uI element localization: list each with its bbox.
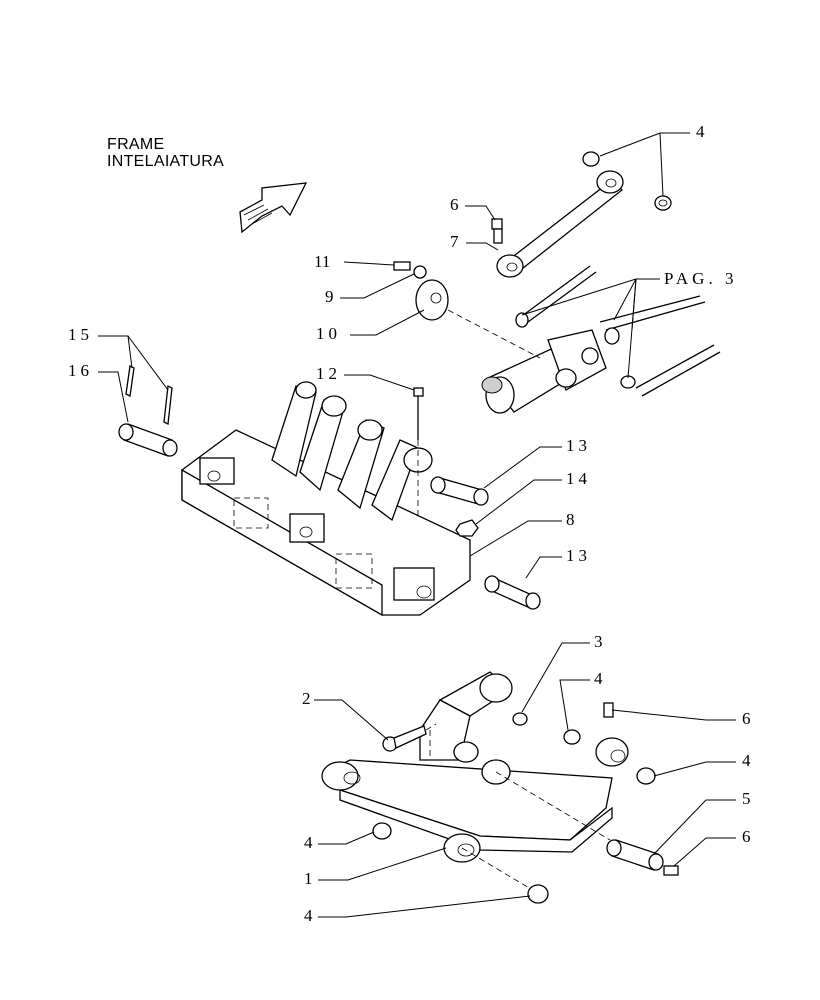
bushing-lower-c <box>372 822 392 840</box>
lower-bracket-assembly <box>321 671 629 893</box>
bolt-12 <box>413 387 424 397</box>
bushing-top-left <box>582 151 600 167</box>
callout-5: 5 <box>742 789 755 808</box>
callout-13-lower: 13 <box>566 546 591 565</box>
hydraulic-cylinder-assembly <box>447 265 721 414</box>
callout-4-top: 4 <box>696 122 709 141</box>
grease-fitting-lower-a <box>603 702 614 718</box>
header-frame: FRAME <box>107 136 165 153</box>
bolt-2 <box>382 723 437 752</box>
callout-pag-3: PAG. 3 <box>664 269 737 288</box>
callout-6-bottom: 6 <box>742 827 755 846</box>
leader-lines <box>98 132 736 918</box>
callout-4-bottom: 4 <box>304 906 317 925</box>
callout-10: 10 <box>316 324 341 343</box>
grease-fitting-top <box>491 218 503 230</box>
callout-3: 3 <box>594 632 607 651</box>
main-frame-8 <box>181 381 471 617</box>
callout-7: 7 <box>450 232 463 251</box>
callout-6-top: 6 <box>450 195 463 214</box>
nut-3 <box>512 712 528 726</box>
bushing-top-right <box>654 195 672 211</box>
pin-5 <box>606 839 664 871</box>
flange-10 <box>415 279 449 321</box>
header-intelaiatura: INTELAIATURA <box>107 153 224 170</box>
callout-1: 1 <box>304 869 317 888</box>
direction-arrow-icon <box>239 182 308 234</box>
link-rod-assembly <box>491 151 672 278</box>
pin-13-lower <box>484 575 541 610</box>
callout-14: 14 <box>566 469 591 488</box>
screw-11 <box>393 261 411 271</box>
callout-8: 8 <box>566 510 579 529</box>
washer-9 <box>413 265 427 279</box>
pin-13-upper <box>430 476 489 506</box>
callout-16: 16 <box>68 361 93 380</box>
callout-4-left: 4 <box>304 833 317 852</box>
callout-4-mid: 4 <box>594 669 607 688</box>
callout-13-upper: 13 <box>566 436 591 455</box>
callout-9: 9 <box>325 287 338 306</box>
callout-2: 2 <box>302 689 315 708</box>
callout-15: 15 <box>68 325 93 344</box>
callout-11: 11 <box>314 252 330 271</box>
grease-fitting-lower-b <box>663 865 679 876</box>
bushing-lower-b <box>636 767 656 785</box>
cotter-pins-15 <box>125 365 173 425</box>
nut-14 <box>455 519 479 537</box>
pin-16 <box>118 423 178 457</box>
callout-6-right: 6 <box>742 709 755 728</box>
callout-12: 12 <box>316 364 341 383</box>
bushing-lower-d <box>527 884 549 904</box>
bushing-lower-a <box>563 729 581 745</box>
callout-4-right: 4 <box>742 751 755 770</box>
